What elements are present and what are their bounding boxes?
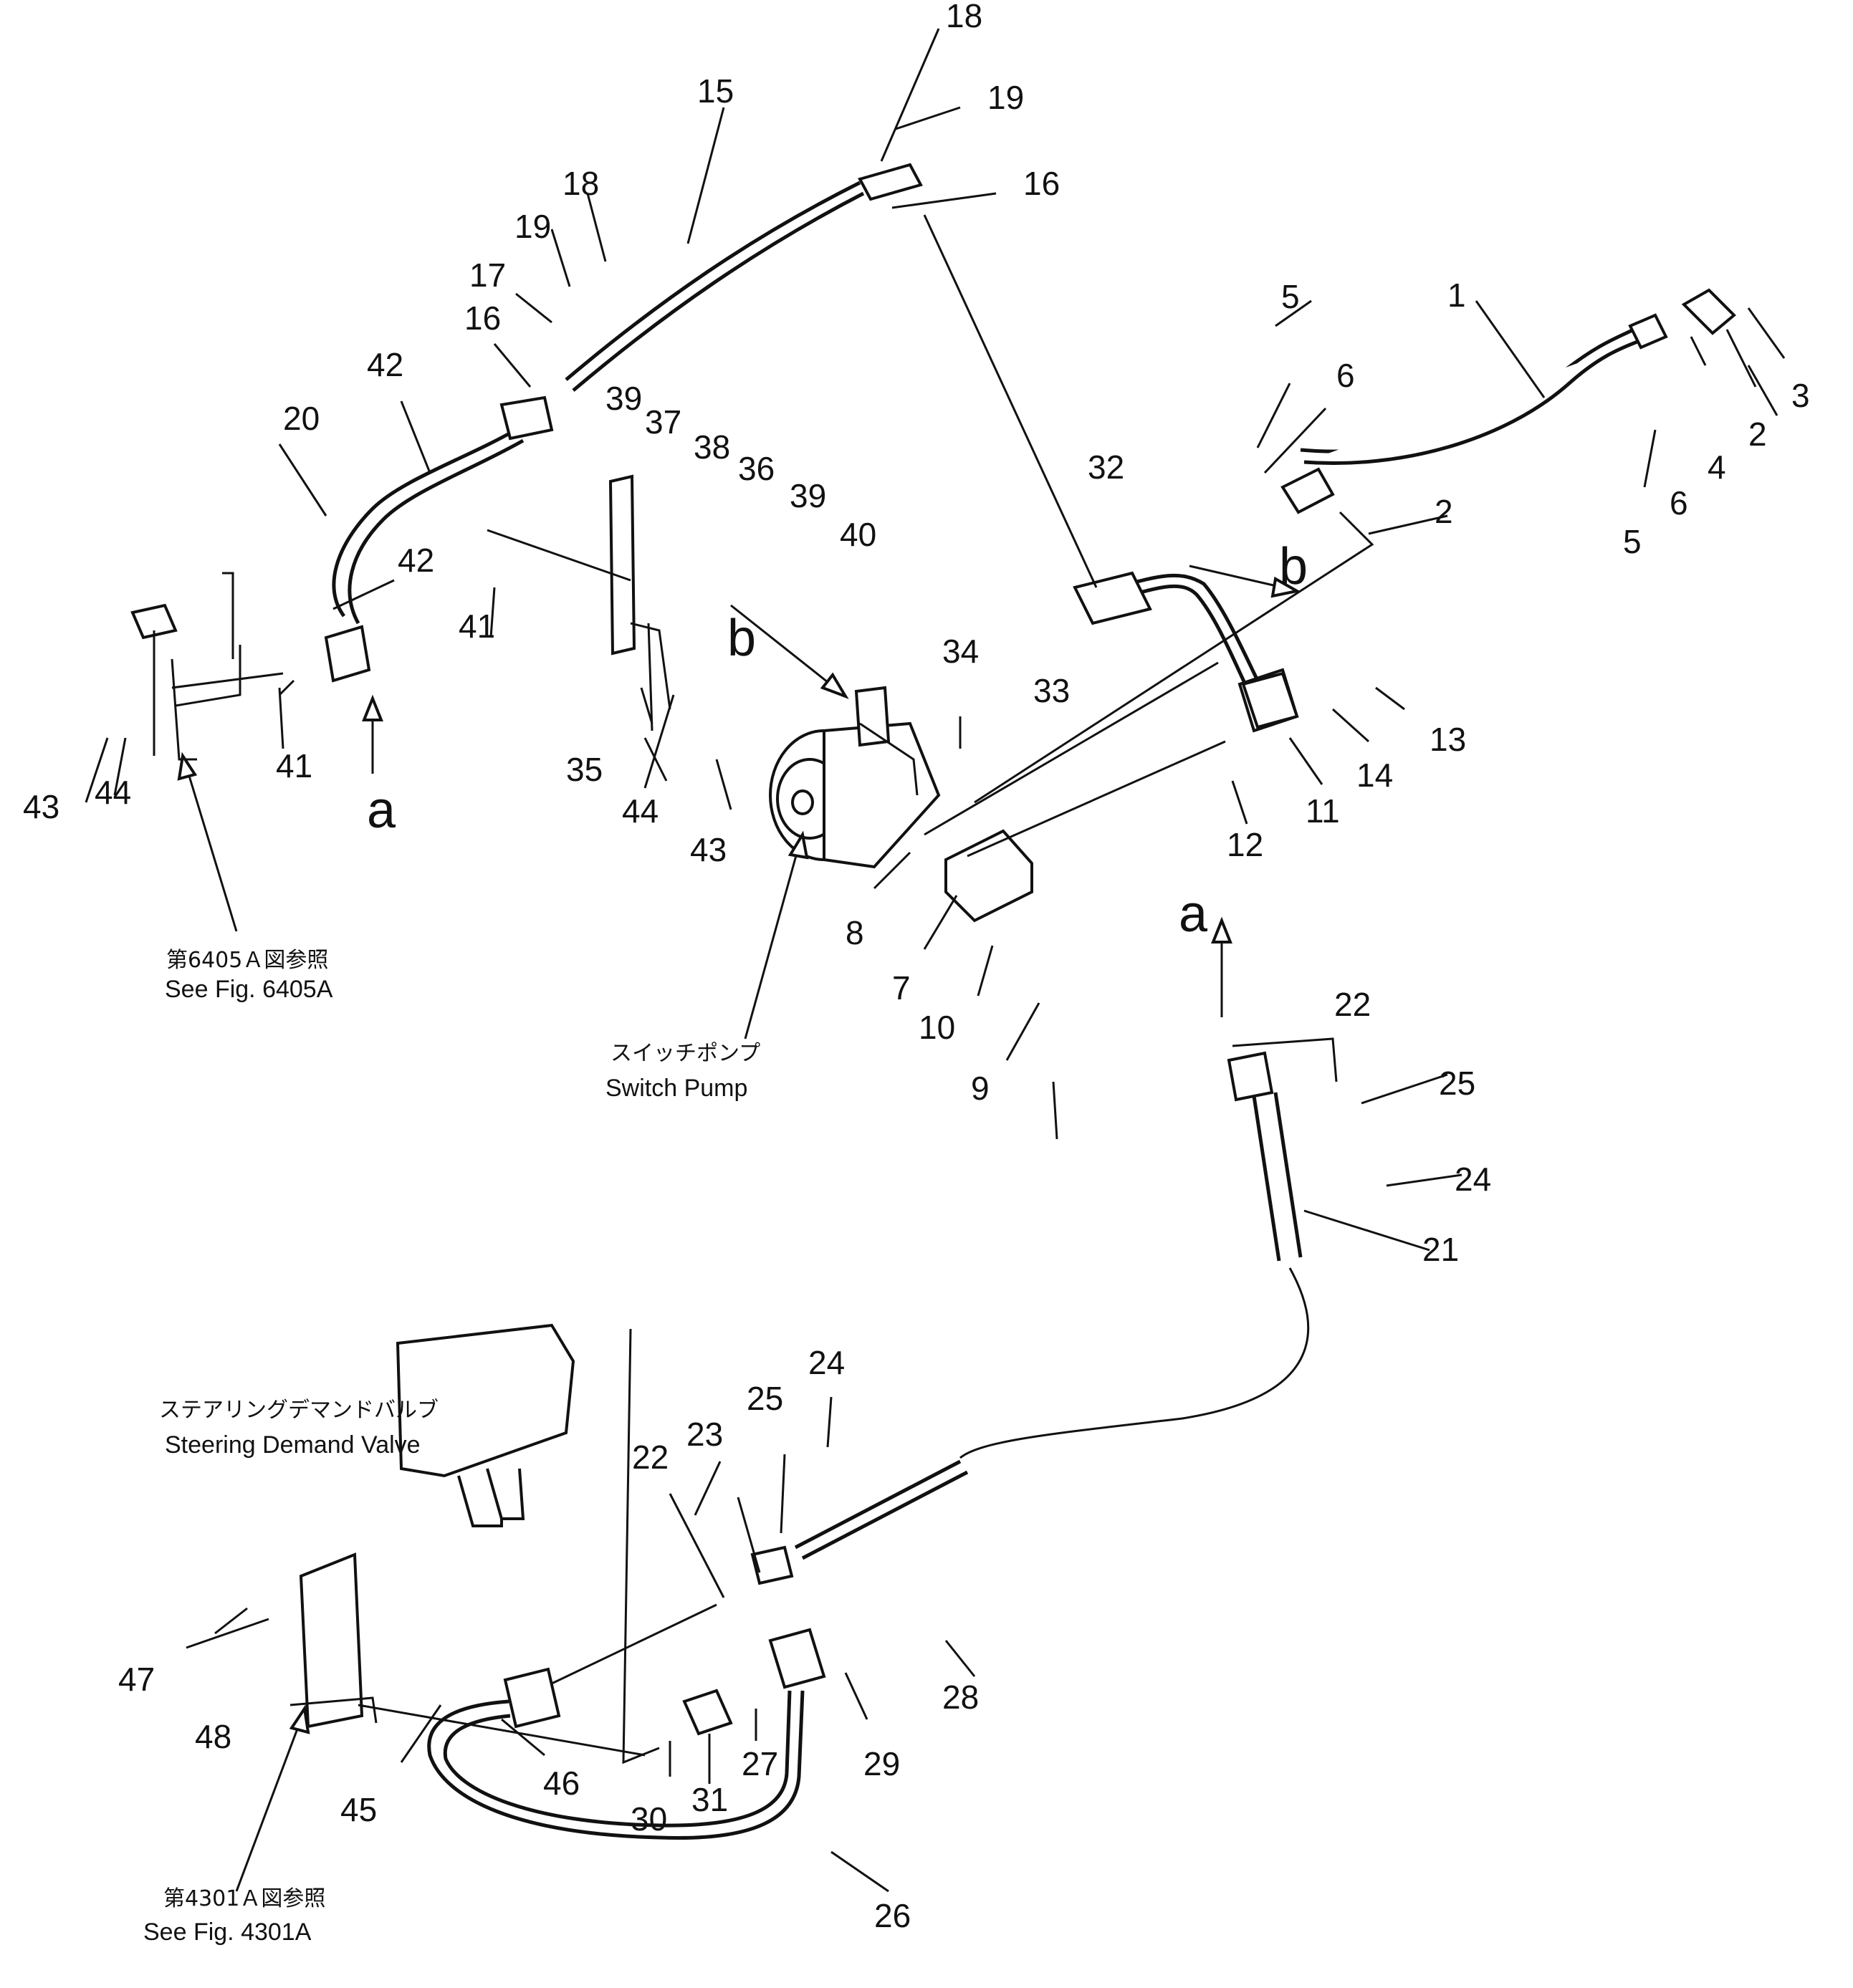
callout-9: 9 xyxy=(971,1070,990,1107)
hose-15 xyxy=(565,163,923,392)
pipe-26 xyxy=(427,1628,826,1840)
callout-43: 43 xyxy=(23,788,59,825)
callout-37: 37 xyxy=(645,403,681,441)
callout-2: 2 xyxy=(1748,416,1767,453)
marker-a-right: a xyxy=(1179,885,1208,943)
callout-13: 13 xyxy=(1430,721,1466,758)
view-arrows xyxy=(177,565,1301,1892)
callout-18b: 18 xyxy=(562,165,599,202)
callout-5: 5 xyxy=(1281,278,1300,315)
callout-22: 22 xyxy=(1334,986,1371,1023)
leader-lines xyxy=(85,28,1786,1893)
callout-48: 48 xyxy=(195,1718,231,1755)
note-switch-pump: スイッチポンプ Switch Pump xyxy=(605,1041,760,1102)
flange-3 xyxy=(1681,288,1736,335)
callout-47: 47 xyxy=(118,1661,155,1698)
note-fig6405-jp: 第6405Ａ図参照 xyxy=(166,948,328,973)
callout-19b: 19 xyxy=(514,208,551,245)
callout-27: 27 xyxy=(742,1745,778,1782)
callout-39b: 39 xyxy=(790,477,826,514)
callout-14: 14 xyxy=(1356,757,1393,794)
callout-16: 16 xyxy=(1023,165,1060,202)
callout-8: 8 xyxy=(846,914,864,951)
callout-20: 20 xyxy=(283,400,320,437)
callout-3: 3 xyxy=(1791,377,1810,414)
pipe-32 xyxy=(1073,571,1299,733)
note-fig4301: 第4301Ａ図参照 See Fig. 4301A xyxy=(143,1886,325,1946)
callout-44b: 44 xyxy=(622,792,659,830)
callout-22b: 22 xyxy=(632,1439,669,1476)
callout-35: 35 xyxy=(566,751,603,788)
callout-40: 40 xyxy=(840,516,876,553)
callout-46: 46 xyxy=(543,1764,580,1802)
bracket-bottom xyxy=(289,1552,378,1729)
note-steering-valve-jp: ステアリングデマンドバルブ xyxy=(159,1398,439,1423)
marker-a-left: a xyxy=(367,782,396,839)
callout-23: 23 xyxy=(686,1416,723,1453)
marker-b-right: b xyxy=(1279,538,1308,595)
clamp-plate-35 xyxy=(608,474,636,656)
hose-1 xyxy=(1280,313,1668,514)
callout-16b: 16 xyxy=(464,299,501,337)
block-31 xyxy=(682,1689,733,1736)
callout-7: 7 xyxy=(892,969,911,1007)
callout-44: 44 xyxy=(95,774,131,811)
callout-28: 28 xyxy=(942,1679,979,1716)
callout-33: 33 xyxy=(1033,672,1070,709)
note-fig4301-en: See Fig. 4301A xyxy=(143,1919,312,1946)
callout-6b: 6 xyxy=(1670,484,1688,522)
callout-42b: 42 xyxy=(398,542,434,579)
callout-32: 32 xyxy=(1088,448,1124,486)
callout-24b: 24 xyxy=(808,1344,845,1381)
callout-41: 41 xyxy=(459,608,495,645)
callout-26: 26 xyxy=(874,1897,911,1934)
callout-18: 18 xyxy=(946,0,982,34)
callout-labels: 1 2 2 3 4 5 5 6 6 7 8 9 10 11 12 13 14 1… xyxy=(23,0,1810,1934)
note-switch-pump-jp: スイッチポンプ xyxy=(611,1041,760,1066)
callout-43b: 43 xyxy=(690,831,727,868)
bracket-left xyxy=(130,572,241,761)
callout-25: 25 xyxy=(1439,1065,1475,1102)
flange-11 xyxy=(1241,671,1299,729)
note-fig6405: 第6405Ａ図参照 See Fig. 6405A xyxy=(165,948,333,1003)
callout-39: 39 xyxy=(605,380,642,417)
callout-10: 10 xyxy=(919,1009,955,1046)
callout-30: 30 xyxy=(631,1800,667,1838)
flange-42 xyxy=(324,625,371,683)
callout-12: 12 xyxy=(1227,826,1263,863)
switch-pump xyxy=(769,686,941,869)
marker-b-left: b xyxy=(727,610,756,667)
callout-36: 36 xyxy=(738,450,775,487)
callout-2b: 2 xyxy=(1435,493,1453,530)
note-steering-valve: ステアリングデマンドバルブ Steering Demand Valve xyxy=(159,1398,439,1459)
callout-29: 29 xyxy=(863,1745,900,1782)
note-fig4301-jp: 第4301Ａ図参照 xyxy=(163,1886,325,1911)
callout-42: 42 xyxy=(367,346,403,383)
note-fig6405-en: See Fig. 6405A xyxy=(165,976,333,1003)
callout-5b: 5 xyxy=(1623,523,1642,560)
hose-21 xyxy=(750,1051,1310,1585)
view-marker-letters: a a b b xyxy=(367,538,1308,943)
callout-24: 24 xyxy=(1455,1161,1491,1198)
callout-21: 21 xyxy=(1422,1231,1459,1268)
pipe-20 xyxy=(332,395,554,625)
callout-41b: 41 xyxy=(276,747,312,784)
callout-17: 17 xyxy=(469,256,506,294)
callout-34: 34 xyxy=(942,633,979,670)
connector-block-7 xyxy=(944,829,1033,923)
note-steering-valve-en: Steering Demand Valve xyxy=(165,1431,421,1459)
callout-45: 45 xyxy=(340,1791,377,1828)
steering-demand-valve xyxy=(396,1323,575,1527)
note-switch-pump-en: Switch Pump xyxy=(605,1075,747,1102)
callout-4: 4 xyxy=(1708,448,1726,486)
callout-1: 1 xyxy=(1447,277,1466,314)
callout-25b: 25 xyxy=(747,1380,783,1417)
callout-6: 6 xyxy=(1336,357,1355,394)
callout-38: 38 xyxy=(694,428,730,466)
callout-19: 19 xyxy=(987,79,1024,116)
callout-31: 31 xyxy=(691,1781,728,1818)
callout-15: 15 xyxy=(697,72,734,110)
callout-11: 11 xyxy=(1306,792,1340,830)
